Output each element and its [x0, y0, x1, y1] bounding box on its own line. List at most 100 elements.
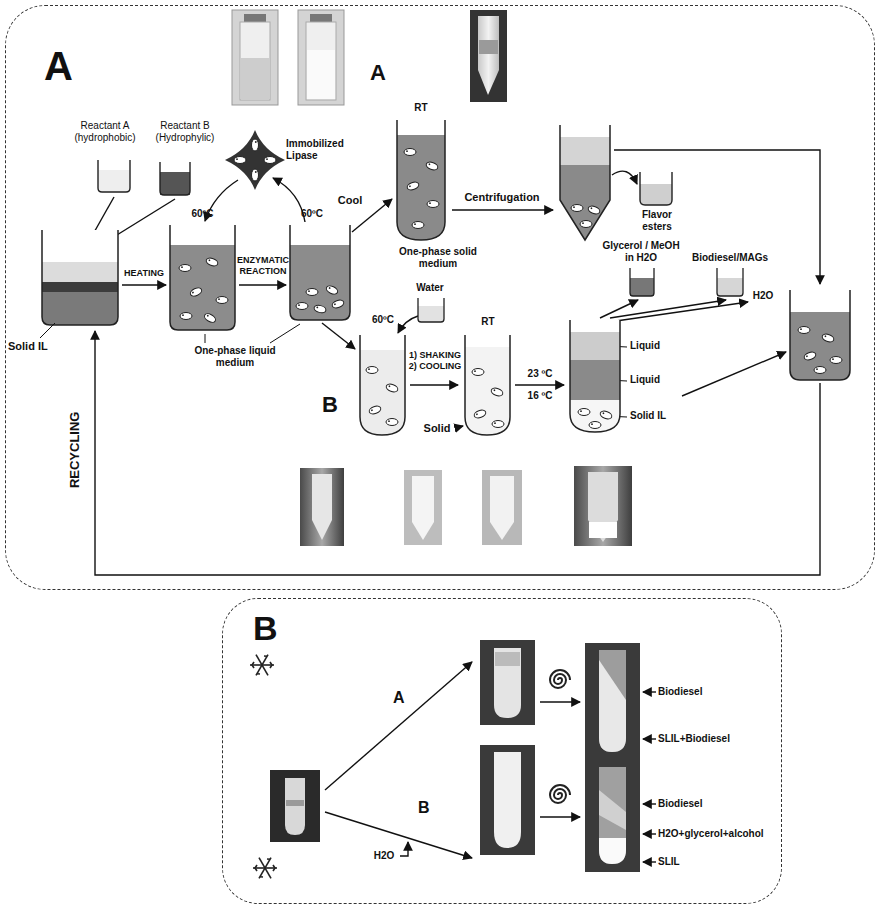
photo: [285, 778, 305, 835]
test-tube: [360, 120, 850, 435]
text-label: ENZYMATIC REACTION: [234, 255, 292, 277]
test-tube: [465, 335, 510, 435]
snowflake-icon: [250, 655, 274, 676]
photo: [585, 643, 640, 760]
test-tube: [560, 125, 610, 240]
text-label: SLIL: [658, 856, 768, 868]
beaker: [42, 230, 118, 262]
photo: [232, 10, 278, 105]
photo: [589, 522, 617, 538]
test-tube: [717, 268, 743, 296]
centrifuge-icon: [550, 785, 570, 803]
test-tube: [397, 120, 445, 240]
test-tube: [425, 161, 439, 172]
test-tube: [492, 421, 504, 428]
text-label: 60ºC: [180, 208, 225, 220]
photo: [306, 22, 336, 100]
photo: [494, 648, 521, 718]
text-label: Biodiesel: [658, 798, 768, 810]
reactant-beaker: [98, 160, 130, 192]
test-tube: [427, 201, 439, 208]
lipase-icon: [234, 157, 246, 164]
flow-arrow: [682, 352, 786, 396]
photo: [599, 660, 626, 752]
test-tube: [599, 410, 613, 421]
flow-arrow: [325, 662, 472, 790]
photo: [298, 10, 344, 105]
test-tube: [366, 367, 378, 374]
beaker: [203, 312, 217, 324]
flow-arrow: [540, 701, 580, 702]
photo: [412, 476, 434, 540]
beaker: [170, 225, 235, 330]
photo: [241, 58, 269, 99]
flow-arrow: [95, 331, 820, 575]
text-label: Centrifugation: [452, 191, 552, 204]
flow-arrow: [643, 861, 656, 862]
test-tube: [465, 335, 510, 347]
test-tube: [360, 335, 405, 435]
panel-label: A: [44, 46, 73, 86]
text-label: B: [322, 392, 346, 418]
lipase-icon: [252, 169, 259, 181]
photo: [599, 790, 626, 830]
photo: [490, 476, 514, 540]
photo: [480, 745, 535, 855]
leader-line: [205, 334, 206, 343]
test-tube: [473, 409, 487, 420]
photo: [599, 767, 626, 864]
test-tube: [821, 333, 835, 344]
beaker: [179, 265, 191, 272]
flow-arrow: [325, 812, 472, 858]
text-label: 16 ºC: [514, 390, 566, 402]
panel-label: B: [253, 611, 278, 645]
photo: [482, 470, 522, 545]
flow-arrow: [643, 803, 656, 804]
beaker: [290, 225, 350, 320]
test-tube: [640, 172, 672, 205]
leader-line: [270, 324, 300, 343]
flow-arrow: [398, 316, 418, 333]
text-label: Water: [410, 282, 450, 294]
test-tube: [570, 320, 620, 332]
reactant-beaker: [160, 162, 190, 195]
test-tube: [717, 278, 743, 296]
beaker: [306, 289, 318, 296]
beaker: [42, 230, 118, 325]
flow-arrow: [400, 842, 408, 856]
beaker: [42, 262, 118, 282]
photo: [599, 650, 626, 752]
test-tube: [570, 320, 620, 432]
text-label: HEATING: [116, 268, 172, 279]
text-label: SLIL+Biodiesel: [658, 733, 768, 745]
test-tube: [790, 290, 850, 380]
test-tube: [570, 320, 620, 432]
test-tube: [571, 205, 583, 212]
text-label: H2O: [748, 290, 778, 302]
centrifuge-icon: [550, 670, 570, 803]
test-tube: [490, 387, 504, 398]
test-tube: [798, 327, 810, 334]
flow-arrow: [452, 209, 553, 210]
test-tube: [803, 351, 817, 362]
photo: [588, 472, 618, 542]
flow-arrow: [616, 302, 748, 321]
flow-arrow: [612, 171, 637, 184]
reactant-beaker: [98, 160, 190, 195]
text-label: 1) SHAKING 2) COOLING: [404, 350, 466, 372]
beaker: [189, 286, 203, 297]
beaker: [313, 304, 326, 314]
test-tube: [570, 332, 620, 360]
text-label: A: [370, 60, 394, 86]
flow-arrow: [95, 150, 820, 575]
photo: [312, 474, 332, 540]
flow-arrow: [540, 816, 580, 817]
flow-arrow: [643, 738, 656, 739]
text-label: Reactant B (Hydrophylic): [146, 120, 224, 144]
beaker: [42, 282, 118, 292]
text-label: RT: [468, 316, 508, 328]
text-label: 60ºC: [290, 208, 334, 220]
photo: [300, 466, 632, 546]
side-label: RECYCLING: [67, 395, 83, 505]
test-tube: [560, 125, 610, 240]
